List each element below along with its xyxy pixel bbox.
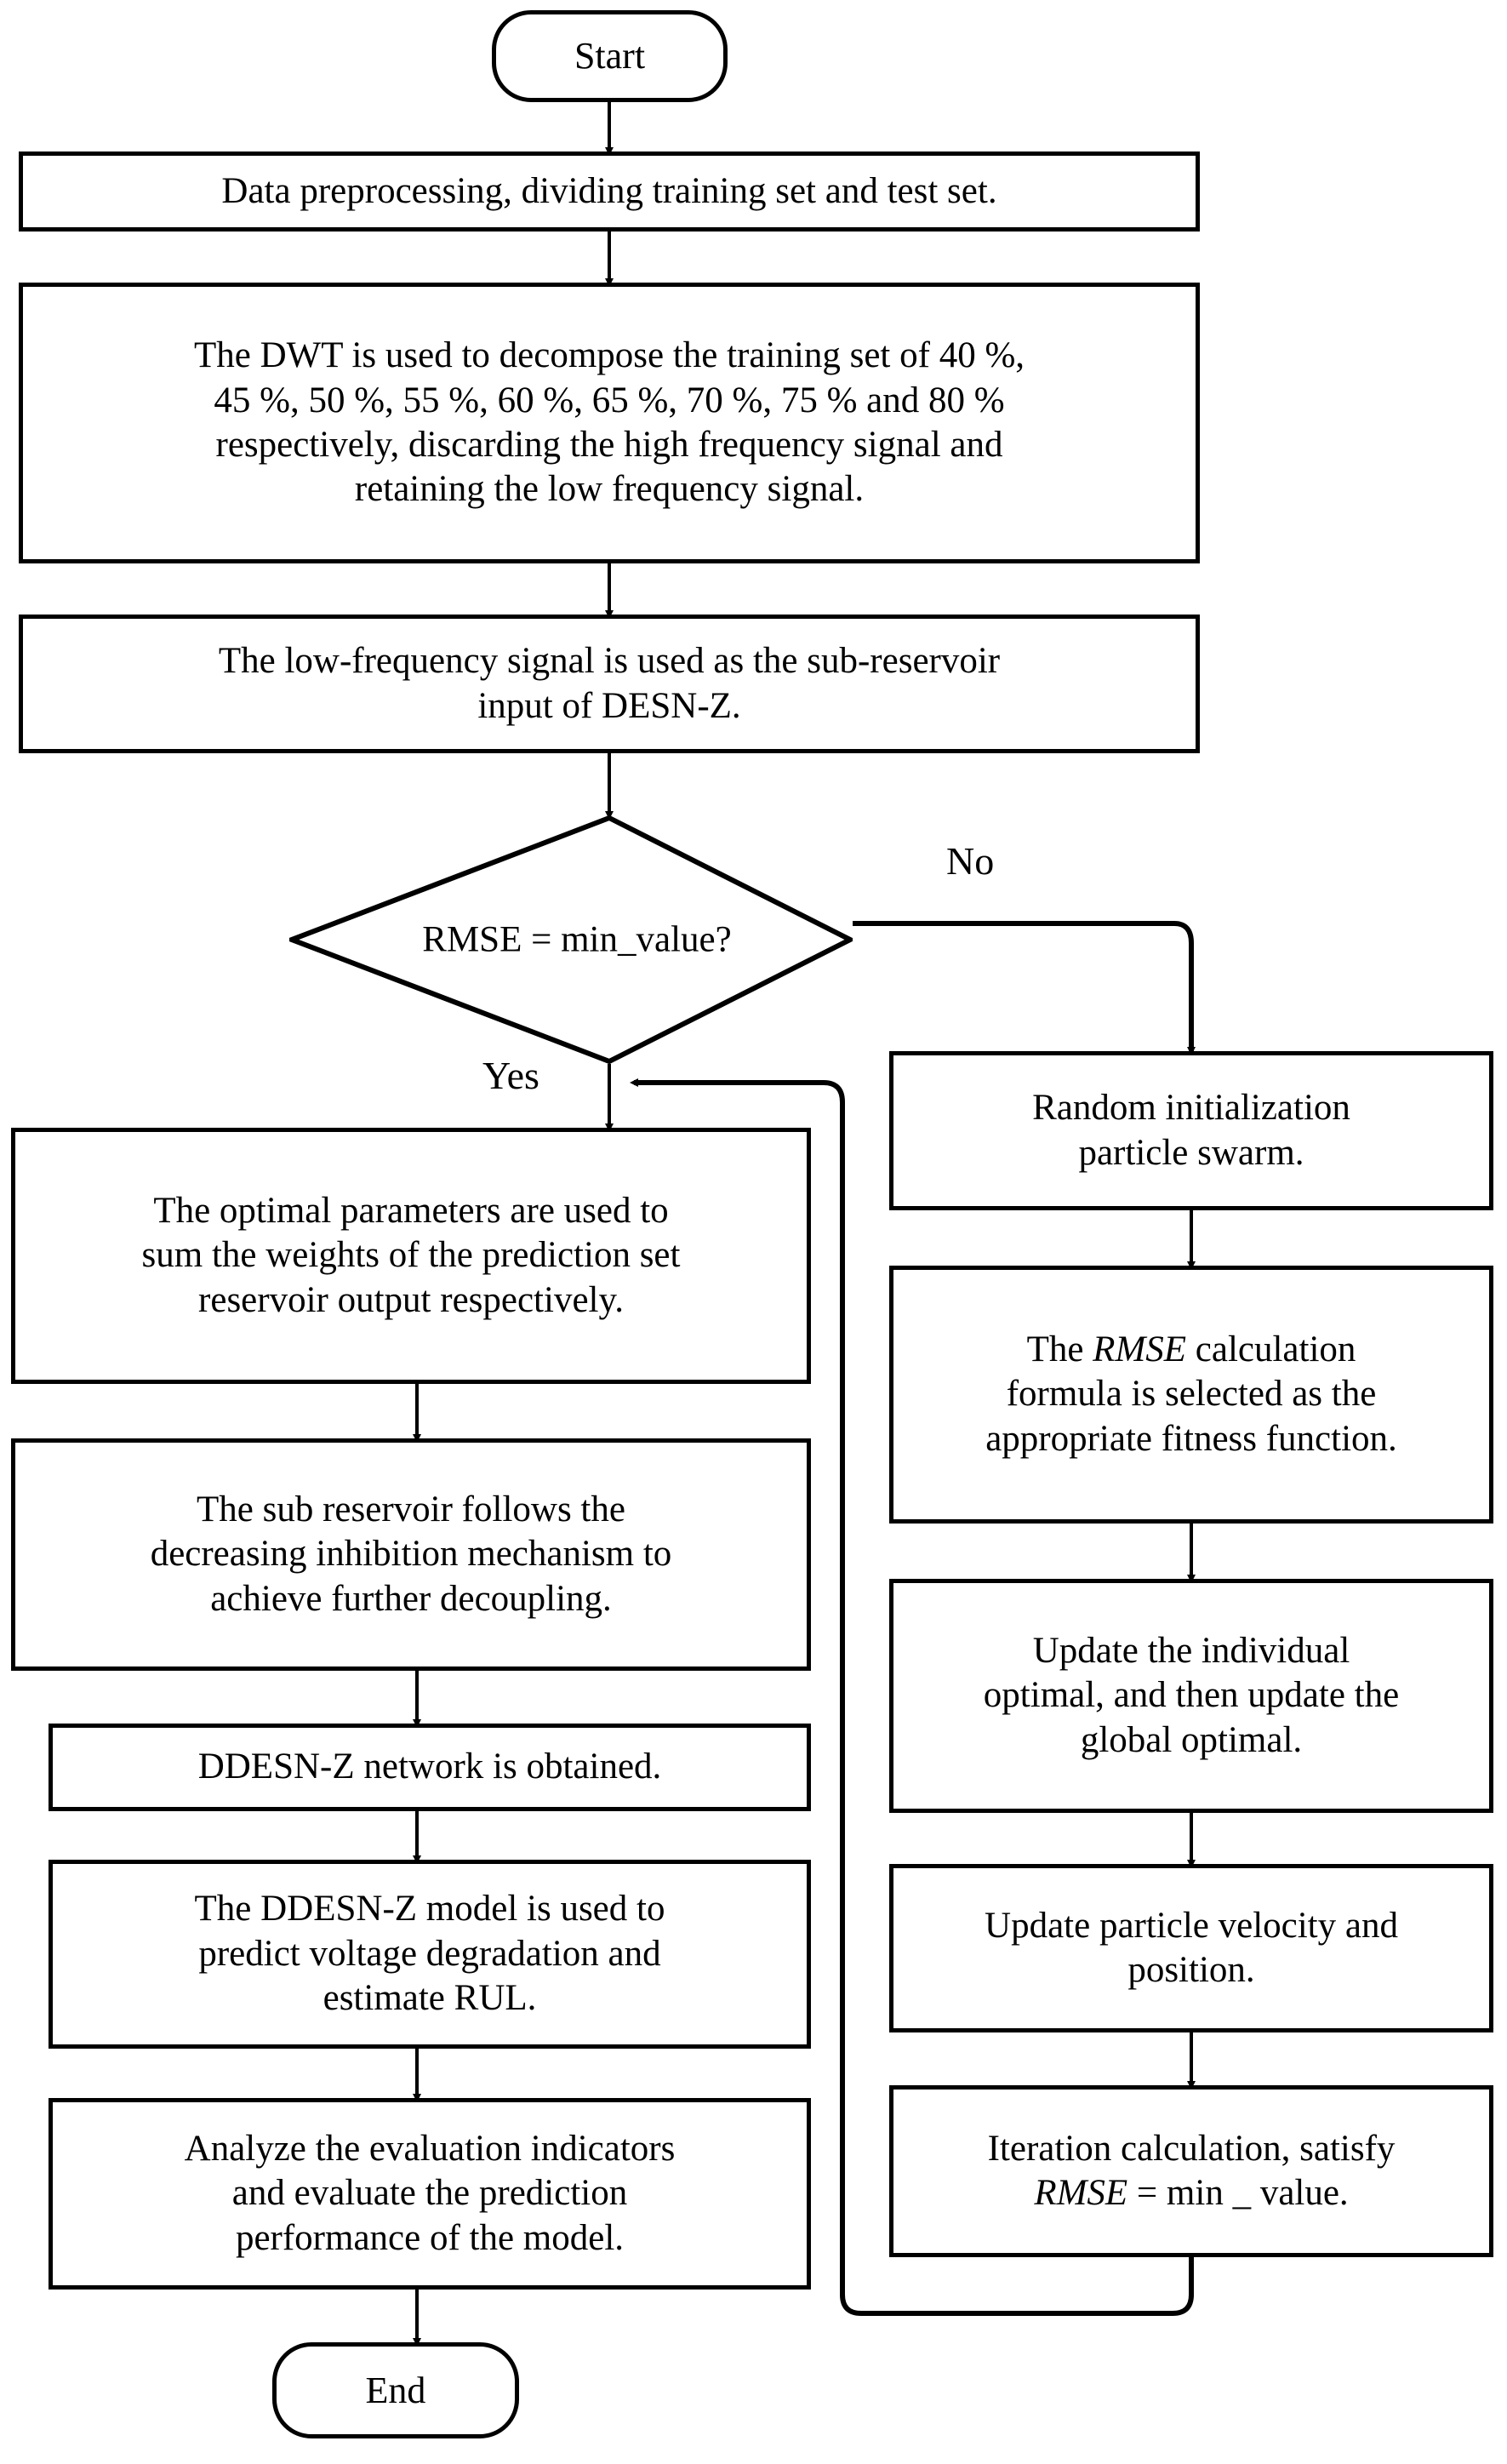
node-predict-rul[interactable]: The DDESN-Z model is used to predict vol… (49, 1860, 811, 2049)
dwt-line-1: The DWT is used to decompose the trainin… (193, 335, 1025, 376)
rmse-italic: RMSE (1093, 1329, 1187, 1369)
lowfreq-line-2: input of DESN-Z. (477, 685, 741, 726)
optimal-line-1: The optimal parameters are used to (153, 1190, 669, 1231)
node-decision-rmse-label: RMSE = min_value? (422, 919, 732, 960)
updvel-line-2: position. (1127, 1950, 1255, 1990)
node-update-velocity-position-text: Update particle velocity and position. (893, 1904, 1489, 1993)
node-data-preprocessing-label: Data preprocessing, dividing training se… (221, 170, 997, 211)
updopt-line-2: optimal, and then update the (983, 1675, 1400, 1716)
lowfreq-line-1: The low-frequency signal is used as the … (218, 641, 1001, 682)
rmse-pre: The (1026, 1329, 1093, 1369)
node-end[interactable]: End (272, 2342, 519, 2438)
node-sub-reservoir-inhibition-text: The sub reservoir follows the decreasing… (15, 1488, 807, 1621)
node-low-frequency-input[interactable]: The low-frequency signal is used as the … (19, 615, 1200, 753)
node-update-optimal[interactable]: Update the individual optimal, and then … (889, 1579, 1493, 1813)
node-iteration-calculation-text: Iteration calculation, satisfy RMSE = mi… (893, 2127, 1489, 2216)
rmse-post: calculation (1186, 1329, 1356, 1369)
node-random-init-swarm-text: Random initialization particle swarm. (893, 1086, 1489, 1175)
node-start-label: Start (574, 35, 646, 77)
node-predict-rul-text: The DDESN-Z model is used to predict vol… (53, 1887, 807, 2021)
updvel-line-1: Update particle velocity and (985, 1905, 1398, 1946)
iter-italic: RMSE (1034, 2173, 1128, 2213)
randinit-line-1: Random initialization (1032, 1088, 1350, 1129)
node-network-obtained-label: DDESN-Z network is obtained. (197, 1747, 662, 1787)
updopt-line-1: Update the individual (1032, 1630, 1350, 1671)
iter-post: = min _ value. (1127, 2173, 1349, 2213)
dwt-line-2: 45 %, 50 %, 55 %, 60 %, 65 %, 70 %, 75 %… (214, 380, 1005, 420)
node-dwt-decompose-text: The DWT is used to decompose the trainin… (23, 334, 1196, 512)
randinit-line-2: particle swarm. (1078, 1132, 1304, 1173)
predict-line-1: The DDESN-Z model is used to (194, 1889, 665, 1929)
node-dwt-decompose[interactable]: The DWT is used to decompose the trainin… (19, 283, 1200, 563)
node-rmse-fitness-function[interactable]: The RMSE calculation formula is selected… (889, 1266, 1493, 1524)
rmse-line-2: formula is selected as the (1006, 1374, 1377, 1415)
node-iteration-calculation[interactable]: Iteration calculation, satisfy RMSE = mi… (889, 2085, 1493, 2257)
updopt-line-3: global optimal. (1080, 1719, 1303, 1760)
optimal-line-3: reservoir output respectively. (198, 1279, 624, 1320)
predict-line-3: estimate RUL. (323, 1978, 537, 2019)
edge-label-no: No (946, 838, 994, 883)
node-network-obtained[interactable]: DDESN-Z network is obtained. (49, 1724, 811, 1811)
node-sub-reservoir-inhibition[interactable]: The sub reservoir follows the decreasing… (11, 1438, 811, 1671)
node-data-preprocessing[interactable]: Data preprocessing, dividing training se… (19, 151, 1200, 232)
iter-line-1: Iteration calculation, satisfy (987, 2128, 1396, 2169)
optimal-line-2: sum the weights of the prediction set (141, 1235, 681, 1276)
analyze-line-2: and evaluate the prediction (231, 2173, 628, 2214)
node-optimal-parameters-text: The optimal parameters are used to sum t… (15, 1189, 807, 1323)
predict-line-2: predict voltage degradation and (198, 1933, 661, 1974)
analyze-line-3: performance of the model. (235, 2217, 625, 2258)
subres-line-1: The sub reservoir follows the (197, 1489, 625, 1529)
subres-line-3: achieve further decoupling. (210, 1578, 612, 1619)
node-low-frequency-input-text: The low-frequency signal is used as the … (23, 639, 1196, 729)
node-analyze-indicators-text: Analyze the evaluation indicators and ev… (53, 2127, 807, 2261)
analyze-line-1: Analyze the evaluation indicators (184, 2128, 676, 2169)
subres-line-2: decreasing inhibition mechanism to (150, 1534, 672, 1575)
node-random-init-swarm[interactable]: Random initialization particle swarm. (889, 1051, 1493, 1210)
edge-label-yes: Yes (482, 1053, 539, 1098)
node-analyze-indicators[interactable]: Analyze the evaluation indicators and ev… (49, 2098, 811, 2290)
rmse-line-3: appropriate fitness function. (985, 1418, 1397, 1459)
edge-label-no-text: No (946, 839, 995, 883)
edge-label-yes-text: Yes (482, 1054, 539, 1097)
node-update-optimal-text: Update the individual optimal, and then … (893, 1629, 1489, 1763)
node-decision-rmse[interactable]: RMSE = min_value? (289, 815, 853, 1064)
dwt-line-3: respectively, discarding the high freque… (215, 425, 1003, 465)
node-rmse-fitness-function-text: The RMSE calculation formula is selected… (893, 1328, 1489, 1461)
node-start[interactable]: Start (492, 10, 728, 102)
node-update-velocity-position[interactable]: Update particle velocity and position. (889, 1864, 1493, 2032)
node-end-label: End (365, 2369, 426, 2411)
dwt-line-4: retaining the low frequency signal. (354, 469, 865, 510)
node-optimal-parameters[interactable]: The optimal parameters are used to sum t… (11, 1128, 811, 1384)
